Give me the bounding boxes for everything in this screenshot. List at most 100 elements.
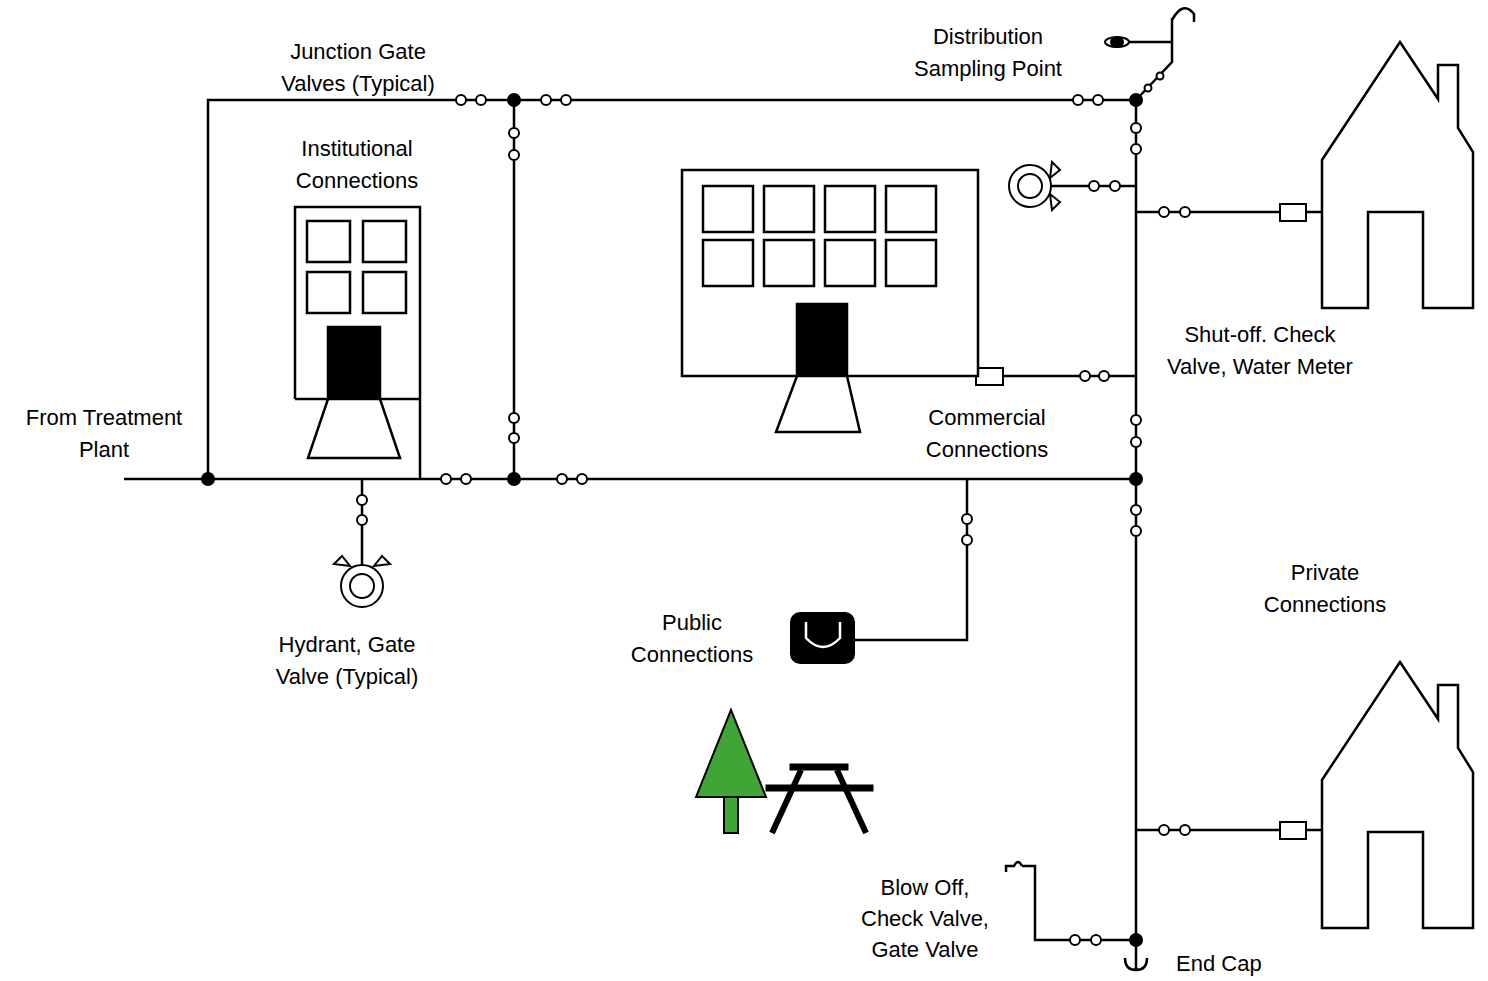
drinking-fountain — [790, 612, 855, 664]
gate-valve-symbol — [357, 495, 367, 505]
junction-dot — [1129, 472, 1143, 486]
gate-valve-symbol — [1131, 437, 1141, 447]
gate-valve-symbol — [1091, 935, 1101, 945]
junction-dot — [507, 93, 521, 107]
gate-valve-symbol — [1080, 371, 1090, 381]
house-outline — [1322, 42, 1473, 308]
sampling-tap — [1105, 37, 1129, 47]
gate-valve-symbol — [357, 515, 367, 525]
water-pipe — [1003, 375, 1136, 378]
gate-valve-symbol — [1131, 505, 1141, 515]
callout-label: Distribution Sampling Point — [898, 21, 1078, 85]
park-tree — [696, 710, 766, 797]
gate-valve-symbol — [1099, 371, 1109, 381]
fire-hydrant — [341, 565, 383, 607]
commercial-building — [703, 240, 753, 286]
gate-valve-symbol — [1073, 95, 1083, 105]
sampling-tap — [1105, 37, 1129, 47]
callout-label: Private Connections — [1245, 557, 1405, 621]
drinking-fountain — [806, 622, 840, 647]
gate-valve-symbol — [441, 474, 451, 484]
callout-label: Public Connections — [612, 607, 772, 671]
water-meter — [976, 368, 1003, 385]
sampling-tap — [1111, 37, 1123, 47]
water-meter — [1280, 204, 1306, 221]
picnic-table — [766, 764, 873, 833]
gate-valve-symbol — [577, 474, 587, 484]
commercial-building — [825, 186, 875, 232]
park-tree — [696, 710, 766, 833]
junction-dot — [1129, 933, 1143, 947]
institutional-building — [307, 221, 350, 262]
water-pipe — [1136, 18, 1172, 100]
callout-label: Hydrant, Gate Valve (Typical) — [257, 629, 437, 693]
gate-valve-symbol — [962, 514, 972, 524]
water-pipe — [124, 478, 1136, 481]
picnic-table — [766, 785, 873, 791]
commercial-building — [797, 304, 847, 376]
gate-valve-symbol — [461, 474, 471, 484]
water-pipe — [208, 100, 1136, 479]
gate-valve-symbol — [1157, 73, 1164, 80]
callout-label: From Treatment Plant — [14, 402, 194, 466]
gate-valve-symbol — [509, 128, 519, 138]
commercial-building — [682, 170, 978, 376]
institutional-building — [307, 272, 350, 313]
gate-valve-symbol — [357, 73, 1190, 946]
fire-hydrant — [334, 162, 1060, 607]
gate-valve-symbol — [1131, 415, 1141, 425]
fire-hydrant — [1050, 194, 1060, 210]
water-pipe — [1128, 41, 1172, 44]
gate-valve-symbol — [541, 95, 551, 105]
institutional-building — [363, 221, 406, 262]
institutional-building — [308, 399, 400, 458]
fire-hydrant — [334, 556, 350, 566]
commercial-building — [825, 240, 875, 286]
water-pipe — [1022, 866, 1136, 940]
house-outline — [1322, 662, 1473, 928]
commercial-building — [703, 186, 753, 232]
junction-dot — [507, 472, 521, 486]
institutional-building — [363, 272, 406, 313]
water-pipe — [124, 8, 1322, 970]
fire-hydrant — [350, 574, 374, 598]
junction-dot — [1129, 93, 1143, 107]
gate-valve-symbol — [509, 413, 519, 423]
fire-hydrant — [374, 556, 390, 566]
gate-valve-symbol — [509, 433, 519, 443]
fire-hydrant — [1018, 174, 1042, 198]
gate-valve-symbol — [557, 474, 567, 484]
water-pipe — [1006, 862, 1022, 872]
fire-hydrant — [1050, 162, 1060, 178]
gate-valve-symbol — [1093, 95, 1103, 105]
commercial-building — [764, 186, 814, 232]
gate-valve-symbol — [561, 95, 571, 105]
gate-valve-symbol — [1070, 935, 1080, 945]
gate-valve-symbol — [476, 95, 486, 105]
gate-valve-symbol — [509, 150, 519, 160]
callout-label: Junction Gate Valves (Typical) — [263, 36, 453, 100]
gate-valve-symbol — [1131, 123, 1141, 133]
institutional-building — [328, 327, 380, 399]
gate-valve-symbol — [1159, 825, 1169, 835]
gate-valve-symbol — [456, 95, 466, 105]
drinking-fountain — [790, 612, 855, 664]
water-pipe — [1172, 8, 1194, 22]
callout-label: Institutional Connections — [282, 133, 432, 197]
house-outline — [1322, 42, 1473, 928]
water-meter — [976, 204, 1306, 839]
callout-label: Blow Off, Check Valve, Gate Valve — [855, 872, 995, 965]
callout-label: End Cap — [1176, 949, 1262, 979]
gate-valve-symbol — [962, 535, 972, 545]
commercial-building — [682, 170, 978, 432]
callout-label: Shut-off. Check Valve, Water Meter — [1155, 319, 1365, 383]
gate-valve-symbol — [1180, 825, 1190, 835]
institutional-building — [295, 207, 420, 479]
junction-dot — [201, 472, 215, 486]
gate-valve-symbol — [1131, 144, 1141, 154]
park-tree — [724, 797, 738, 833]
water-meter — [1280, 822, 1306, 839]
gate-valve-symbol — [1089, 181, 1099, 191]
